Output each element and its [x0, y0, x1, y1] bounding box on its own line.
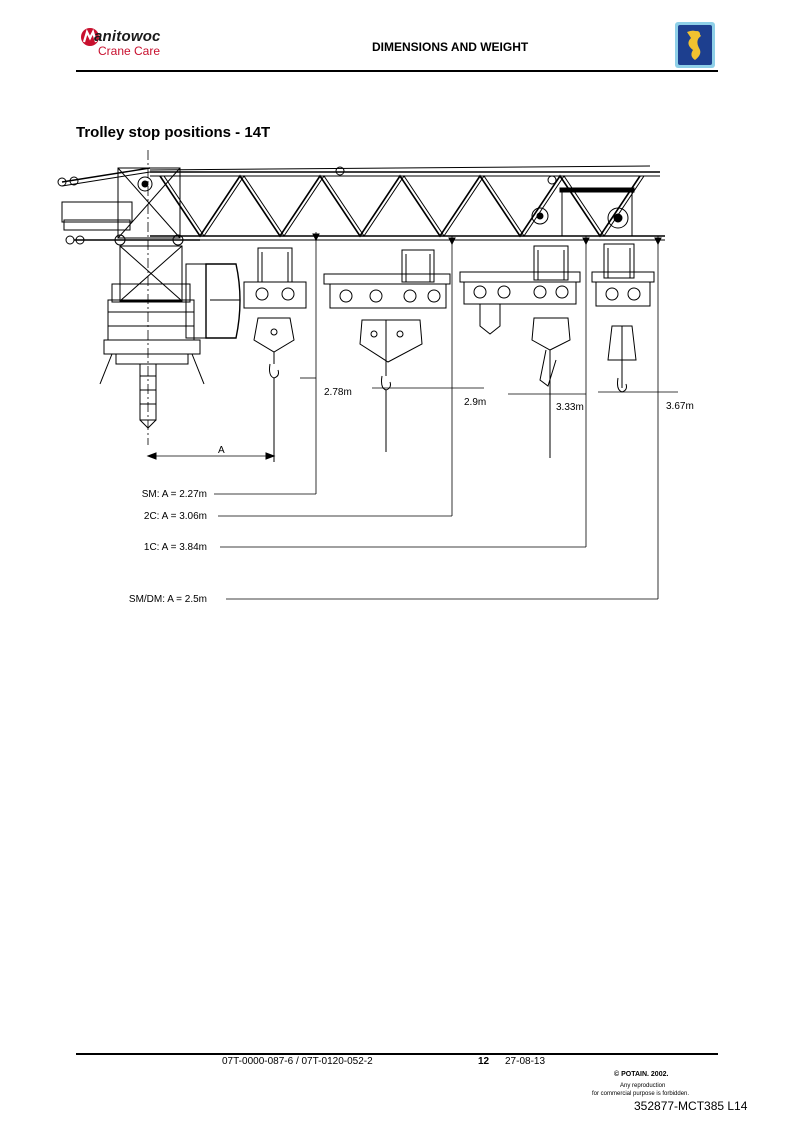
position-label-1c: 1C: A = 3.84m [144, 542, 207, 553]
trolley-1c [459, 245, 581, 458]
page-number: 12 [478, 1056, 490, 1067]
revision-date: 27-08-13 [505, 1056, 546, 1067]
header-rule [76, 70, 718, 72]
dimension-a-label: A [218, 445, 225, 456]
footer-rule [76, 1053, 718, 1055]
position-label-sm: SM: A = 2.27m [142, 489, 207, 500]
logo-subtitle: Crane Care [98, 44, 161, 58]
logo-brand: anitowoc [94, 28, 161, 45]
position-label-2c: 2C: A = 3.06m [144, 511, 207, 522]
distance-label: 3.67m [666, 401, 694, 412]
position-label-smdm: SM/DM: A = 2.5m [129, 594, 207, 605]
copyright-notice: © POTAIN. 2002. [614, 1071, 669, 1078]
tower-mast [61, 167, 241, 429]
reproduction-notice-line1: Any reproduction [620, 1083, 666, 1089]
reproduction-notice-line2: for commercial purpose is forbidden. [592, 1091, 690, 1097]
potain-logo-icon [675, 22, 715, 68]
distance-label: 2.9m [464, 397, 486, 408]
distance-label: 2.78m [324, 387, 352, 398]
jib-lattice [57, 165, 665, 241]
manitowoc-logo: anitowoc Crane Care [80, 27, 190, 61]
section-title: Trolley stop positions - 14T [76, 124, 271, 141]
trolley-sm [243, 247, 307, 462]
trolley-2c [323, 249, 451, 452]
distance-label: 3.33m [556, 402, 584, 413]
document-id: 352877-MCT385 L14 [634, 1099, 748, 1113]
stop-markers [315, 232, 659, 599]
document-reference: 07T-0000-087-6 / 07T-0120-052-2 [222, 1056, 373, 1067]
page-header-title: DIMENSIONS AND WEIGHT [372, 40, 529, 54]
trolley-smdm [591, 243, 655, 393]
manitowoc-m-icon [81, 28, 99, 46]
trolley-stop-diagram: A 2.78m 2.9m 3.33m 3.67m SM: A = 2.27m 2… [57, 150, 694, 605]
